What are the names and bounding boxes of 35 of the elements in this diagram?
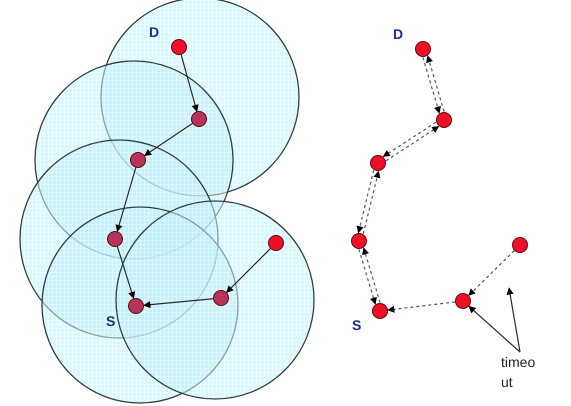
arrow xyxy=(356,170,374,234)
arrow xyxy=(422,57,441,114)
network-node xyxy=(130,152,146,168)
network-node xyxy=(455,293,471,309)
network-node xyxy=(213,290,229,306)
arrow xyxy=(506,287,521,352)
arrow xyxy=(116,168,136,232)
arrow xyxy=(144,122,193,156)
node-label: D xyxy=(393,27,404,41)
node-label: S xyxy=(352,318,362,332)
network-node xyxy=(171,39,187,55)
network-node xyxy=(372,303,388,319)
network-node xyxy=(370,155,386,171)
node-label: S xyxy=(106,314,116,328)
network-node xyxy=(268,235,284,251)
network-node xyxy=(107,231,123,247)
arrow xyxy=(387,301,456,313)
arrow xyxy=(468,306,520,352)
annotation-text: timeo ut xyxy=(501,353,536,392)
arrow xyxy=(468,250,515,296)
network-node xyxy=(436,112,452,128)
arrow xyxy=(116,246,136,300)
node-label: D xyxy=(149,25,160,39)
arrow xyxy=(362,247,381,303)
arrow xyxy=(143,298,214,308)
arrow xyxy=(180,54,199,112)
network-node xyxy=(415,41,431,57)
arrow xyxy=(426,55,445,112)
network-node xyxy=(128,298,144,314)
arrow xyxy=(362,170,380,234)
arrow xyxy=(226,248,271,293)
arrow xyxy=(358,249,377,305)
network-node xyxy=(351,233,367,249)
network-node xyxy=(191,111,207,127)
network-node xyxy=(512,237,528,253)
